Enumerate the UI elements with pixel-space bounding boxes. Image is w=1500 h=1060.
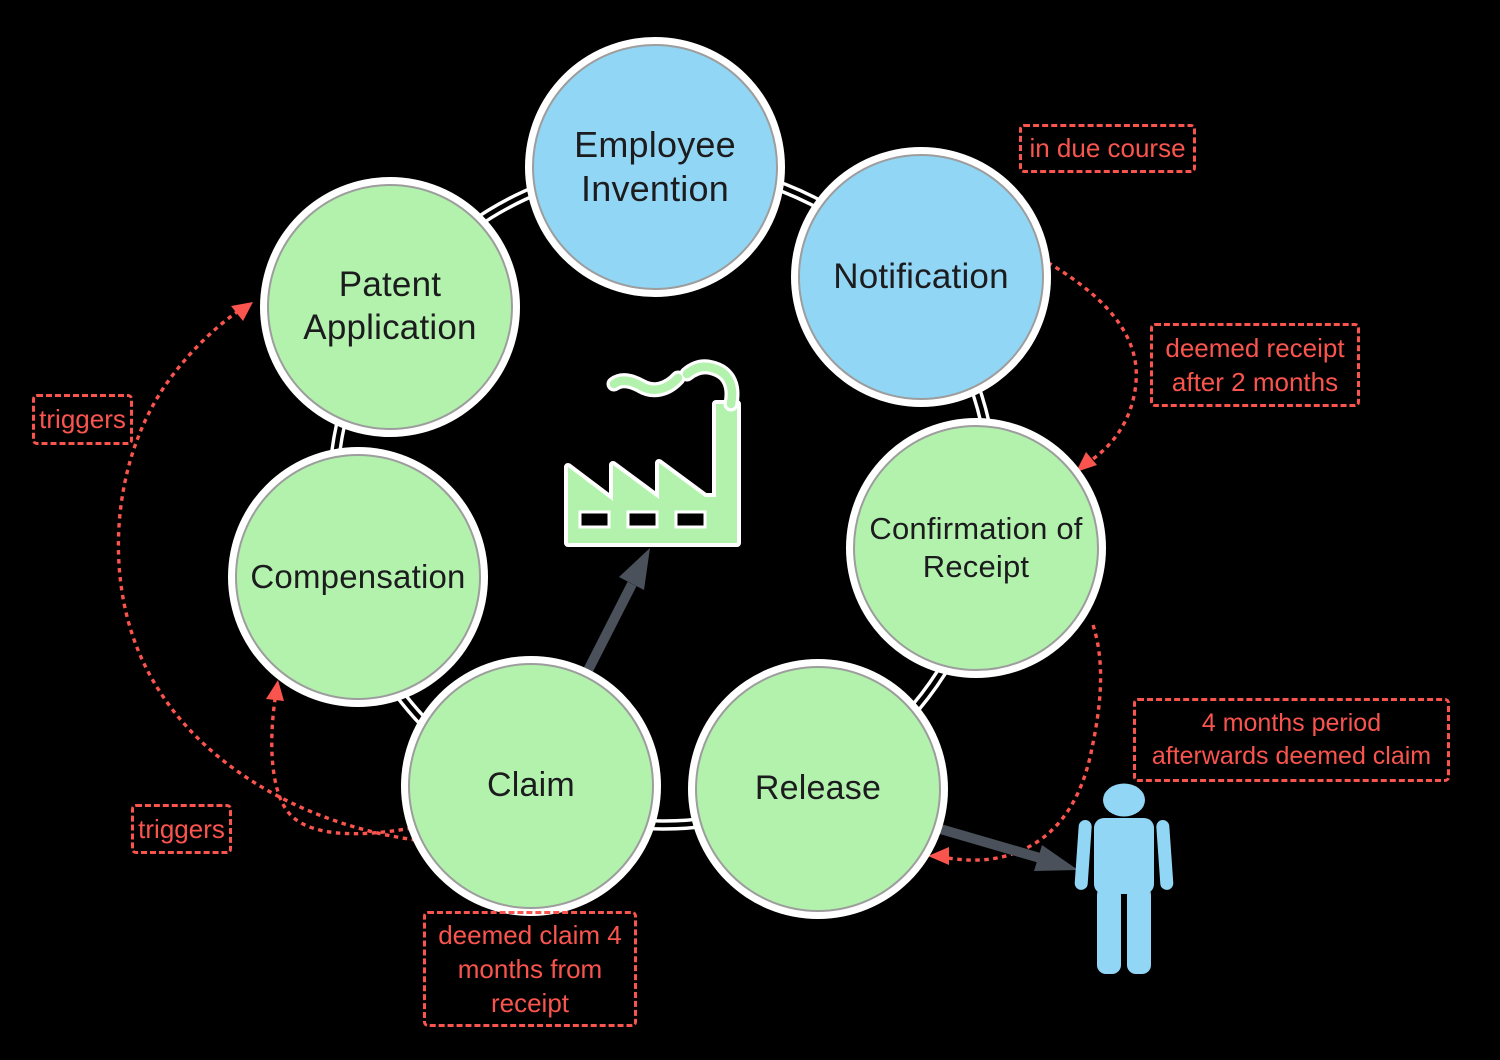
arrowhead-to-release xyxy=(928,847,949,865)
curve-claim-to-compensation xyxy=(266,680,413,836)
node-release: Release xyxy=(695,666,941,912)
node-patent-application: Patent Application xyxy=(267,184,513,430)
annotation-four-months-period: 4 months period afterwards deemed claim xyxy=(1133,698,1450,782)
arrow-claim-to-factory xyxy=(573,548,650,693)
node-claim: Claim xyxy=(408,663,654,909)
curve-confirmation-to-release xyxy=(928,624,1103,865)
node-compensation: Compensation xyxy=(235,454,481,700)
node-confirmation-of-receipt: Confirmation of Receipt xyxy=(853,425,1099,671)
person-icon xyxy=(1074,783,1174,974)
arrow-release-to-person xyxy=(928,821,1078,871)
curve-notification-to-confirmation xyxy=(1039,256,1138,472)
node-employee-invention: Employee Invention xyxy=(532,44,778,290)
curve-claim-to-patent-application xyxy=(116,302,417,842)
annotation-triggers-bottom: triggers xyxy=(131,804,232,854)
annotation-deemed-claim: deemed claim 4 months from receipt xyxy=(423,911,637,1027)
arrowhead-to-confirmation xyxy=(1076,452,1097,472)
arrowhead-to-compensation xyxy=(266,680,284,701)
node-notification: Notification xyxy=(798,154,1044,400)
factory-icon xyxy=(564,359,741,547)
annotation-deemed-receipt: deemed receipt after 2 months xyxy=(1150,323,1360,407)
annotation-in-due-course: in due course xyxy=(1019,124,1196,173)
arrowhead-to-patent-application xyxy=(231,302,253,321)
annotation-triggers-top: triggers xyxy=(32,394,133,445)
